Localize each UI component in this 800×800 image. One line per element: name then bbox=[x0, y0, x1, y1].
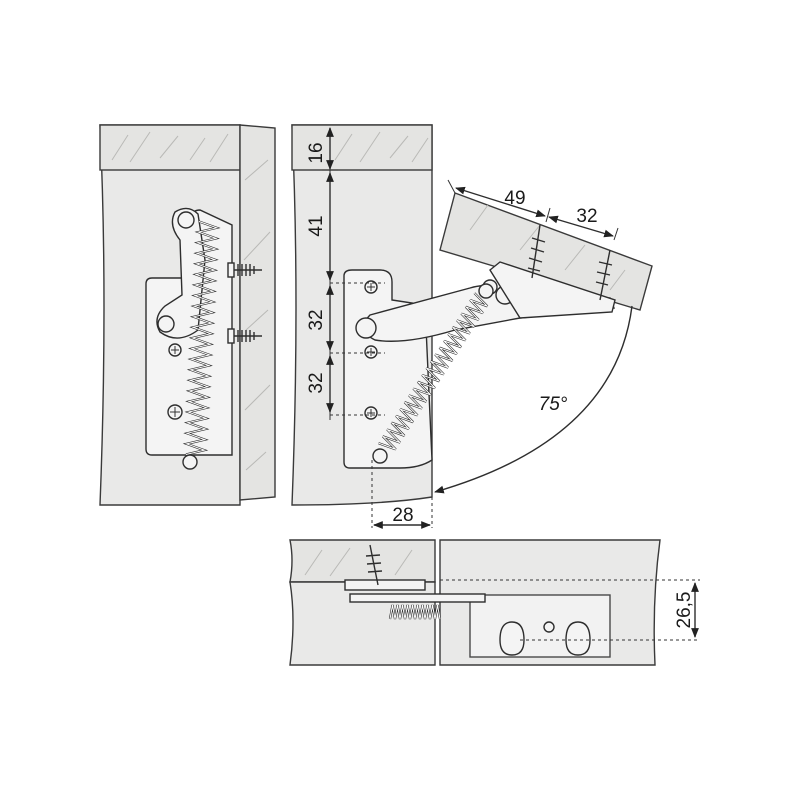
keyhole-slot-2 bbox=[565, 621, 591, 656]
screw-panel-left-1 bbox=[167, 404, 183, 420]
bottom-top-board bbox=[289, 539, 436, 583]
closed-position-view bbox=[99, 124, 276, 506]
dimension-32-lid: 32 bbox=[576, 206, 597, 227]
bottom-spring-coil bbox=[388, 604, 442, 620]
screw-plate-mid bbox=[364, 345, 378, 359]
top-board-mid bbox=[291, 124, 433, 171]
spring-anchor-top-mid bbox=[478, 283, 494, 299]
lifted-door bbox=[439, 192, 653, 311]
bottom-hinge-bar bbox=[349, 593, 486, 603]
gas-spring-coil-mid bbox=[378, 292, 489, 451]
dimension-26-5: 26,5 bbox=[674, 592, 695, 629]
front-door-closed bbox=[239, 124, 276, 501]
wood-grain-door bbox=[243, 159, 271, 471]
gas-spring-coil-left bbox=[182, 220, 221, 456]
screw-lid-1 bbox=[527, 224, 546, 279]
bottom-screw bbox=[365, 544, 383, 586]
screw-plate-bottom bbox=[364, 406, 378, 420]
spring-anchor-left bbox=[182, 454, 198, 470]
screw-plate-top bbox=[364, 280, 378, 294]
dimension-16: 16 bbox=[306, 142, 327, 163]
side-section-view bbox=[289, 539, 700, 666]
dimension-32-lower: 32 bbox=[306, 372, 327, 393]
pivot-top-left bbox=[177, 211, 195, 229]
bottom-hinge-base bbox=[344, 579, 426, 591]
dimension-32-upper: 32 bbox=[306, 309, 327, 330]
wood-grain-left bbox=[111, 131, 229, 163]
open-position-view bbox=[291, 124, 653, 506]
plate-hole bbox=[543, 621, 555, 633]
dimension-41: 41 bbox=[306, 215, 327, 236]
pivot-mid-left bbox=[157, 315, 175, 333]
wood-grain-mid bbox=[334, 131, 429, 163]
screw-door-2 bbox=[227, 328, 262, 344]
screw-panel-left-2 bbox=[168, 343, 182, 357]
screw-lid-2 bbox=[595, 249, 613, 301]
spring-anchor-mid bbox=[372, 448, 388, 464]
dimension-28: 28 bbox=[392, 505, 413, 526]
screw-door-1 bbox=[227, 262, 262, 278]
keyhole-slot-1 bbox=[499, 621, 525, 656]
dimension-lines bbox=[322, 127, 633, 529]
bottom-side-panel-left bbox=[289, 581, 436, 666]
lid-bracket bbox=[489, 261, 616, 319]
dimension-49: 49 bbox=[504, 188, 525, 209]
pivot-arm-mid bbox=[355, 317, 377, 339]
opening-angle-75: 75° bbox=[539, 394, 568, 415]
